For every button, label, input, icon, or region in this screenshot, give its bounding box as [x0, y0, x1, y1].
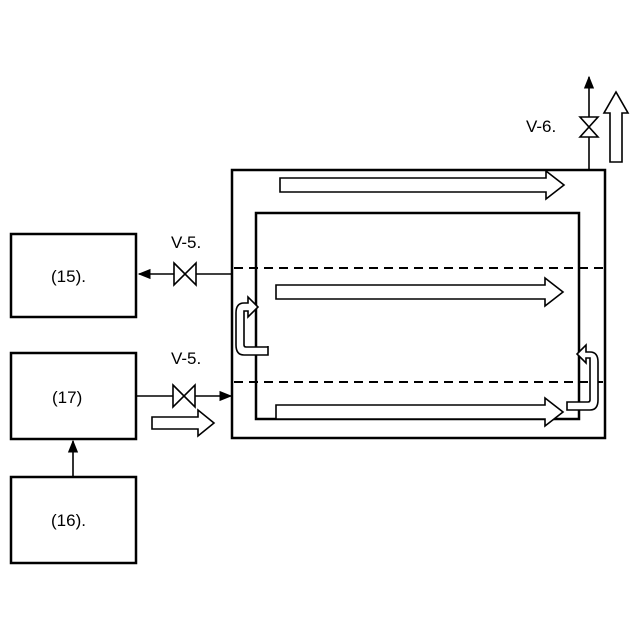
- flow-arrow-icon: [152, 410, 214, 436]
- flow-arrow-icon: [276, 398, 563, 426]
- flow-arrow-icon: [604, 92, 628, 162]
- flow-arrow-icon: [276, 278, 563, 306]
- box-16-label: (16).: [51, 511, 86, 530]
- valve-icon: [580, 117, 598, 137]
- chamber-outer: [232, 170, 605, 438]
- box-17-label: (17): [52, 388, 82, 407]
- u-turn-flow-arrow-icon: [236, 297, 268, 355]
- valve-v5-upper-label: V-5.: [171, 233, 201, 252]
- valve-icon: [173, 385, 195, 407]
- flow-arrow-icon: [280, 171, 564, 199]
- u-turn-flow-arrow-icon: [567, 345, 598, 410]
- valve-icon: [174, 263, 196, 285]
- box-15-label: (15).: [51, 267, 86, 286]
- chamber-inner: [256, 213, 579, 419]
- valve-v6-label: V-6.: [526, 117, 556, 136]
- valve-v5-lower-label: V-5.: [171, 349, 201, 368]
